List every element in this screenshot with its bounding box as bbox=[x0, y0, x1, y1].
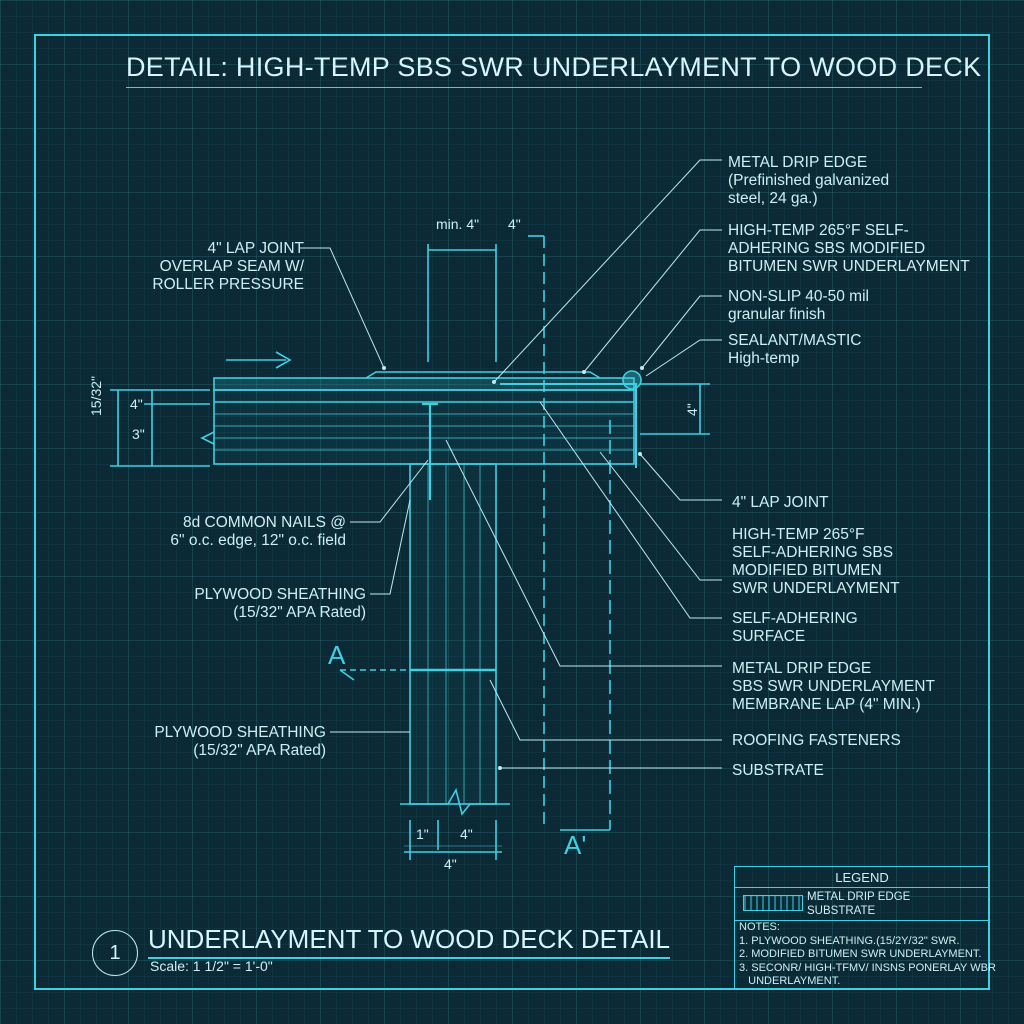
legend-divider bbox=[735, 887, 989, 888]
detail-title: UNDERLAYMENT TO WOOD DECK DETAIL bbox=[148, 924, 671, 959]
legend-item-drip-edge: METAL DRIP EDGE bbox=[807, 891, 911, 903]
dim-min-4: min. 4" bbox=[436, 216, 480, 232]
dim-left-4: 4" bbox=[130, 396, 143, 412]
drip-edge bbox=[500, 383, 637, 468]
callout-high-temp-underlayment: HIGH-TEMP 265°F SELF-ADHERING SBS MODIFI… bbox=[728, 222, 970, 275]
dim-bottom-4a: 4" bbox=[460, 826, 473, 842]
lap-joint-bump bbox=[365, 371, 601, 379]
dim-bottom-1: 1" bbox=[416, 826, 429, 842]
section-mark-a-prime: A' bbox=[564, 830, 587, 860]
detail-number-bubble: 1 bbox=[92, 930, 138, 976]
callout-common-nails: 8d COMMON NAILS @6" o.c. edge, 12" o.c. … bbox=[170, 514, 346, 549]
framing-post bbox=[409, 463, 497, 805]
legend-swatch bbox=[743, 895, 803, 911]
legend-box: LEGEND METAL DRIP EDGE SUBSTRATE NOTES: … bbox=[734, 866, 996, 990]
callout-plywood-sheathing-lower: PLYWOOD SHEATHING(15/32" APA Rated) bbox=[154, 724, 326, 759]
dim-top-4: 4" bbox=[508, 216, 521, 232]
drawing-title: DETAIL: HIGH-TEMP SBS SWR UNDERLAYMENT T… bbox=[126, 52, 981, 88]
sealant-bead bbox=[622, 370, 642, 390]
dim-left-3: 3" bbox=[132, 426, 145, 442]
plywood-deck bbox=[213, 389, 635, 465]
legend-title: LEGEND bbox=[835, 870, 889, 885]
dim-left-total: 15/32" bbox=[88, 375, 104, 416]
dim-bottom-4b: 4" bbox=[444, 856, 457, 872]
legend-item-substrate: SUBSTRATE bbox=[807, 905, 876, 917]
dim-right-4: 4" bbox=[684, 403, 700, 416]
scale-note: Scale: 1 1/2" = 1'-0" bbox=[150, 958, 273, 974]
drawing-border bbox=[34, 34, 990, 990]
callout-plywood-sheathing-upper: PLYWOOD SHEATHING(15/32" APA Rated) bbox=[194, 586, 366, 621]
callout-lap-joint: 4" LAP JOINT bbox=[732, 494, 829, 511]
section-mark-a: A bbox=[328, 640, 346, 670]
callout-substrate: SUBSTRATE bbox=[732, 762, 824, 779]
callout-roofing-fasteners: ROOFING FASTENERS bbox=[732, 732, 901, 749]
legend-notes: NOTES: 1. PLYWOOD SHEATHING.(15/2Y/32" S… bbox=[739, 921, 996, 987]
notes-divider bbox=[735, 920, 989, 921]
